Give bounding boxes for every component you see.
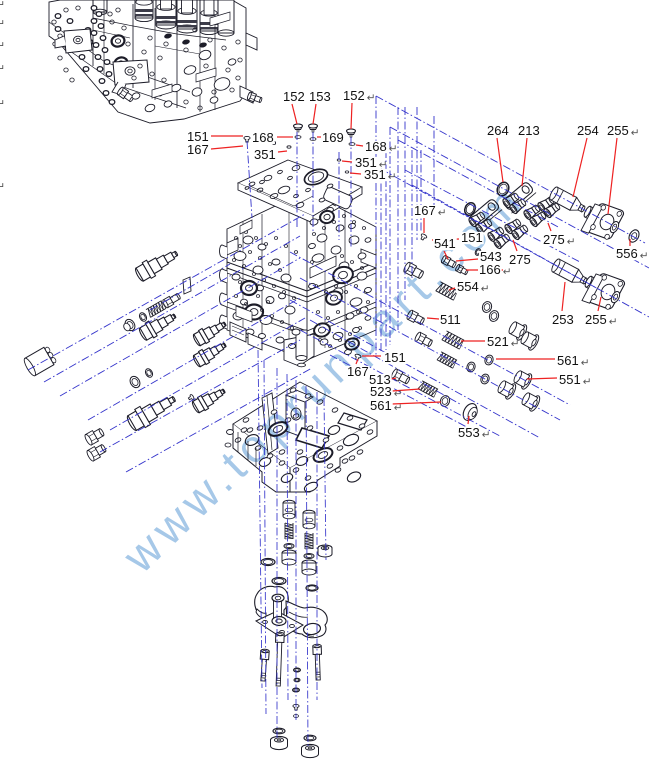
svg-text:↵: ↵	[640, 251, 649, 262]
svg-text:561: 561	[557, 353, 579, 368]
svg-text:543: 543	[480, 249, 502, 264]
svg-text:↵: ↵	[379, 160, 388, 171]
svg-text:561: 561	[370, 398, 392, 413]
svg-text:168: 168	[252, 130, 274, 145]
svg-text:554: 554	[457, 279, 479, 294]
svg-text:↵: ↵	[0, 18, 5, 30]
svg-text:↵: ↵	[631, 128, 640, 139]
svg-text:253: 253	[552, 312, 574, 327]
svg-text:167: 167	[187, 142, 209, 157]
svg-text:521: 521	[487, 334, 509, 349]
svg-text:↵: ↵	[367, 93, 376, 104]
svg-text:↵: ↵	[394, 389, 403, 400]
svg-text:169: 169	[322, 130, 344, 145]
svg-text:151: 151	[187, 129, 209, 144]
svg-text:↵: ↵	[388, 172, 397, 183]
svg-text:351: 351	[364, 167, 386, 182]
svg-text:551: 551	[559, 372, 581, 387]
svg-text:166: 166	[479, 262, 501, 277]
svg-text:255: 255	[585, 312, 607, 327]
svg-text:511: 511	[440, 312, 461, 327]
svg-text:275: 275	[543, 232, 565, 247]
svg-text:167: 167	[347, 364, 369, 379]
svg-text:↵: ↵	[481, 284, 490, 295]
svg-text:153: 153	[309, 89, 331, 104]
svg-text:↵: ↵	[394, 403, 403, 414]
svg-text:↵: ↵	[567, 237, 576, 248]
svg-text:↵: ↵	[503, 267, 512, 278]
svg-text:↵: ↵	[0, 63, 5, 75]
svg-text:↵: ↵	[0, 40, 5, 52]
svg-text:264: 264	[487, 123, 509, 138]
svg-text:556: 556	[616, 246, 638, 261]
svg-text:↵: ↵	[583, 377, 592, 388]
svg-text:↵: ↵	[482, 430, 491, 441]
svg-text:168: 168	[365, 139, 387, 154]
svg-text:254: 254	[577, 123, 599, 138]
svg-text:↵: ↵	[0, 98, 5, 110]
svg-text:↵: ↵	[0, 0, 5, 11]
svg-text:↵: ↵	[609, 317, 618, 328]
svg-text:553: 553	[458, 425, 480, 440]
svg-text:↵: ↵	[438, 208, 447, 219]
svg-text:151: 151	[461, 230, 483, 245]
svg-text:167: 167	[414, 203, 436, 218]
svg-text:213: 213	[518, 123, 540, 138]
svg-text:275: 275	[509, 252, 531, 267]
svg-text:↵: ↵	[0, 181, 5, 193]
svg-text:152: 152	[343, 88, 365, 103]
svg-text:541: 541	[434, 236, 456, 251]
svg-text:523: 523	[370, 384, 392, 399]
svg-text:↵: ↵	[389, 144, 398, 155]
svg-text:255: 255	[607, 123, 629, 138]
svg-text:152: 152	[283, 89, 305, 104]
svg-text:↵: ↵	[511, 339, 520, 350]
svg-text:351: 351	[254, 147, 276, 162]
svg-text:513: 513	[369, 372, 391, 387]
svg-text:↵: ↵	[581, 358, 590, 369]
svg-text:151: 151	[384, 350, 406, 365]
svg-text:351: 351	[355, 155, 377, 170]
